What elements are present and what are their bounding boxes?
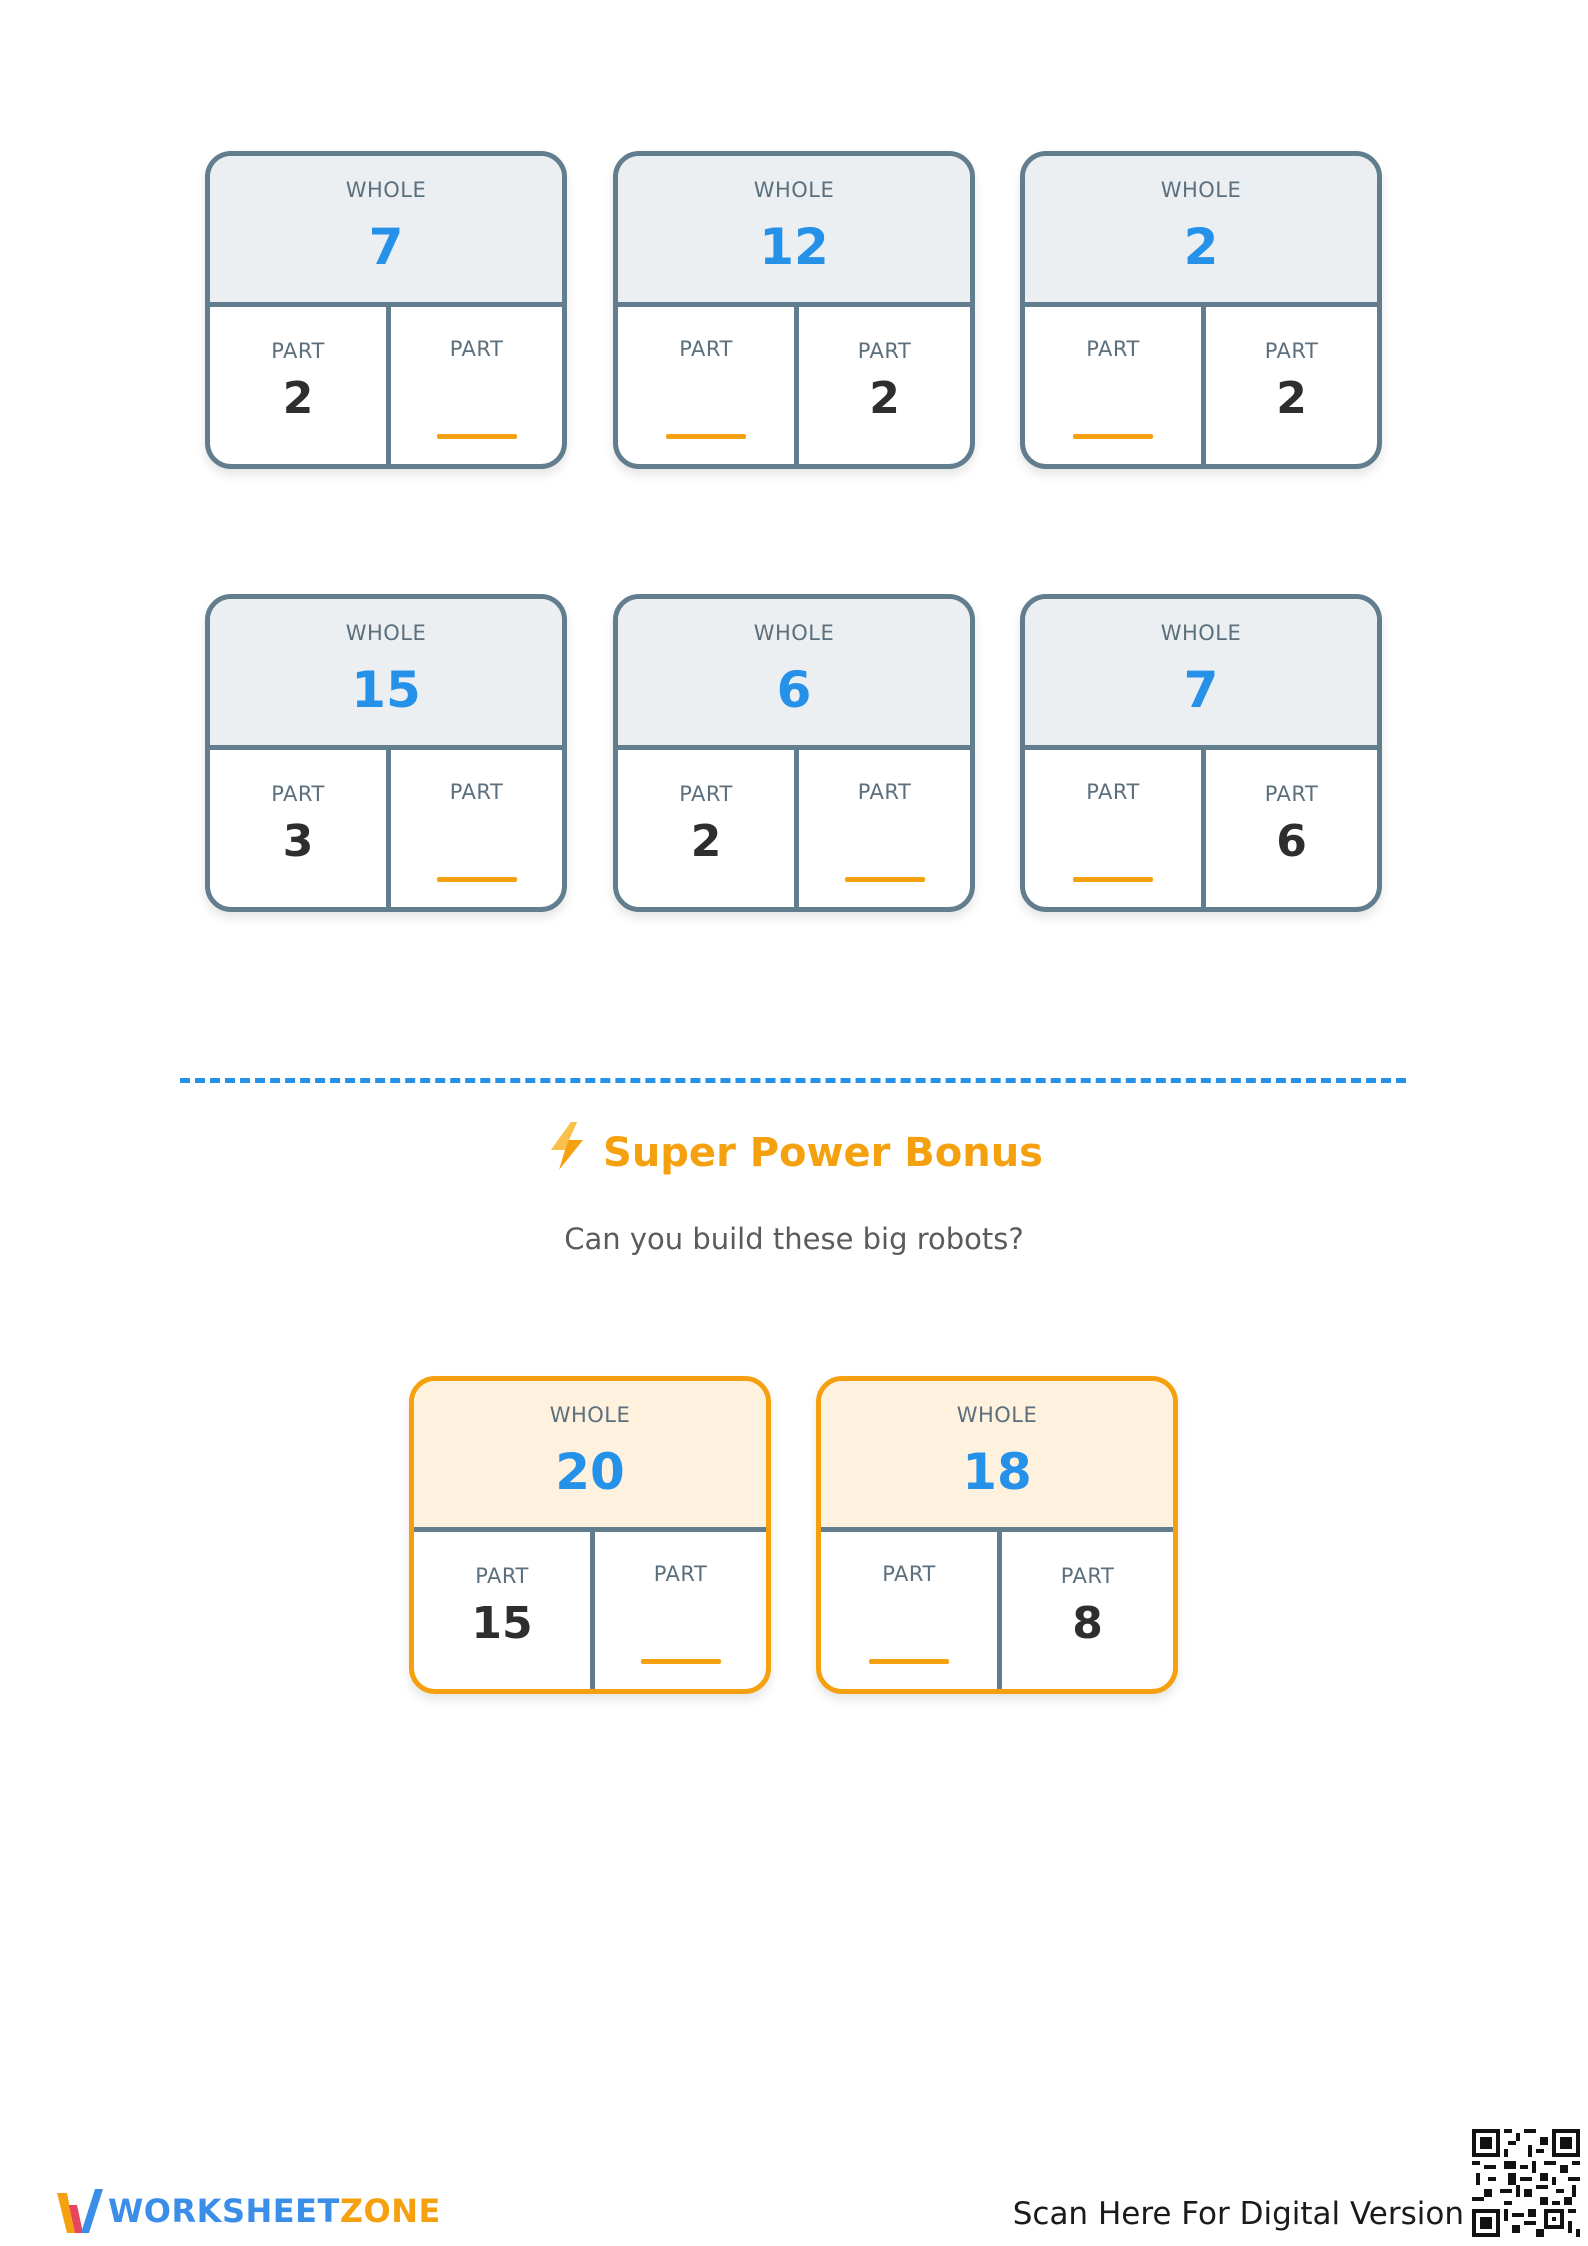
whole-label: WHOLE: [1160, 178, 1242, 202]
whole-label: WHOLE: [1160, 621, 1242, 645]
whole-value: 7: [1183, 661, 1219, 719]
part-value: 8: [1072, 1598, 1103, 1649]
part-right[interactable]: PART: [386, 750, 562, 907]
part-label: PART: [449, 780, 504, 804]
whole-section: WHOLE 7: [210, 156, 562, 307]
answer-blank[interactable]: [640, 1659, 721, 1664]
parts-section: PART 2 PART: [618, 750, 970, 907]
part-whole-card-4: WHOLE 15 PART 3 PART: [205, 594, 567, 912]
brand-name-part1: WORKSHEET: [108, 2192, 340, 2230]
part-right[interactable]: PART: [794, 750, 970, 907]
whole-value: 18: [962, 1443, 1032, 1501]
part-whole-card-2: WHOLE 12 PART PART 2: [613, 151, 975, 469]
dashed-divider: [180, 1078, 1406, 1083]
part-label: PART: [857, 339, 912, 363]
whole-value: 20: [555, 1443, 625, 1501]
bonus-title: Super Power Bonus: [0, 1122, 1588, 1182]
answer-blank[interactable]: [666, 434, 746, 439]
part-whole-card-3: WHOLE 2 PART PART 2: [1020, 151, 1382, 469]
part-right: PART 2: [1201, 307, 1377, 464]
parts-section: PART 3 PART: [210, 750, 562, 907]
whole-section: WHOLE 15: [210, 599, 562, 750]
answer-blank[interactable]: [869, 1659, 949, 1664]
parts-section: PART 2 PART: [210, 307, 562, 464]
part-right[interactable]: PART: [386, 307, 562, 464]
parts-section: PART PART 6: [1025, 750, 1377, 907]
part-left[interactable]: PART: [1025, 307, 1201, 464]
brand-name-part2: ZONE: [339, 2192, 441, 2230]
answer-blank[interactable]: [1073, 434, 1153, 439]
part-value: 6: [1276, 816, 1307, 867]
whole-label: WHOLE: [753, 178, 835, 202]
parts-section: PART PART 8: [821, 1532, 1173, 1689]
part-value: 2: [869, 373, 900, 424]
answer-blank[interactable]: [844, 877, 925, 882]
whole-value: 12: [759, 218, 829, 276]
bonus-subtitle: Can you build these big robots?: [564, 1222, 1024, 1256]
whole-value: 15: [351, 661, 421, 719]
part-whole-card-1: WHOLE 7 PART 2 PART: [205, 151, 567, 469]
part-left[interactable]: PART: [618, 307, 794, 464]
part-left: PART 3: [210, 750, 386, 907]
whole-section: WHOLE 6: [618, 599, 970, 750]
whole-section: WHOLE 7: [1025, 599, 1377, 750]
whole-label: WHOLE: [549, 1403, 631, 1427]
brand-name[interactable]: WORKSHEETZONE: [108, 2192, 441, 2230]
part-label: PART: [271, 339, 325, 363]
part-left: PART 2: [618, 750, 794, 907]
parts-section: PART PART 2: [618, 307, 970, 464]
part-value: 15: [471, 1598, 533, 1649]
part-label: PART: [1264, 782, 1319, 806]
part-label: PART: [857, 780, 912, 804]
part-label: PART: [1264, 339, 1319, 363]
whole-section: WHOLE 2: [1025, 156, 1377, 307]
bonus-card-2: WHOLE 18 PART PART 8: [816, 1376, 1178, 1694]
whole-value: 2: [1183, 218, 1219, 276]
worksheetzone-logo-icon[interactable]: [55, 2185, 105, 2241]
part-left: PART 15: [414, 1532, 590, 1689]
part-right: PART 2: [794, 307, 970, 464]
part-label: PART: [882, 1562, 936, 1586]
whole-section: WHOLE 12: [618, 156, 970, 307]
part-label: PART: [1086, 337, 1140, 361]
whole-value: 6: [776, 661, 812, 719]
parts-section: PART PART 2: [1025, 307, 1377, 464]
parts-section: PART 15 PART: [414, 1532, 766, 1689]
bonus-title-text: Super Power Bonus: [603, 1130, 1043, 1176]
whole-label: WHOLE: [753, 621, 835, 645]
part-whole-card-5: WHOLE 6 PART 2 PART: [613, 594, 975, 912]
part-label: PART: [271, 782, 325, 806]
part-label: PART: [679, 337, 733, 361]
part-right: PART 8: [997, 1532, 1173, 1689]
answer-blank[interactable]: [436, 877, 517, 882]
scan-instruction: Scan Here For Digital Version: [1012, 2196, 1464, 2232]
part-whole-card-6: WHOLE 7 PART PART 6: [1020, 594, 1382, 912]
whole-label: WHOLE: [345, 178, 427, 202]
qr-code-icon[interactable]: [1472, 2128, 1580, 2238]
part-label: PART: [653, 1562, 708, 1586]
answer-blank[interactable]: [436, 434, 517, 439]
part-label: PART: [449, 337, 504, 361]
part-right[interactable]: PART: [590, 1532, 766, 1689]
part-left[interactable]: PART: [821, 1532, 997, 1689]
whole-label: WHOLE: [956, 1403, 1038, 1427]
part-value: 3: [282, 816, 314, 867]
part-label: PART: [1086, 780, 1140, 804]
part-left: PART 2: [210, 307, 386, 464]
whole-value: 7: [368, 218, 404, 276]
part-label: PART: [1060, 1564, 1115, 1588]
part-value: 2: [1276, 373, 1307, 424]
answer-blank[interactable]: [1073, 877, 1153, 882]
part-right: PART 6: [1201, 750, 1377, 907]
part-value: 2: [282, 373, 314, 424]
part-label: PART: [679, 782, 733, 806]
whole-section: WHOLE 20: [414, 1381, 766, 1532]
part-left[interactable]: PART: [1025, 750, 1201, 907]
bonus-card-1: WHOLE 20 PART 15 PART: [409, 1376, 771, 1694]
part-value: 2: [690, 816, 722, 867]
lightning-bolt-icon: [545, 1120, 589, 1182]
whole-label: WHOLE: [345, 621, 427, 645]
whole-section: WHOLE 18: [821, 1381, 1173, 1532]
part-label: PART: [475, 1564, 529, 1588]
